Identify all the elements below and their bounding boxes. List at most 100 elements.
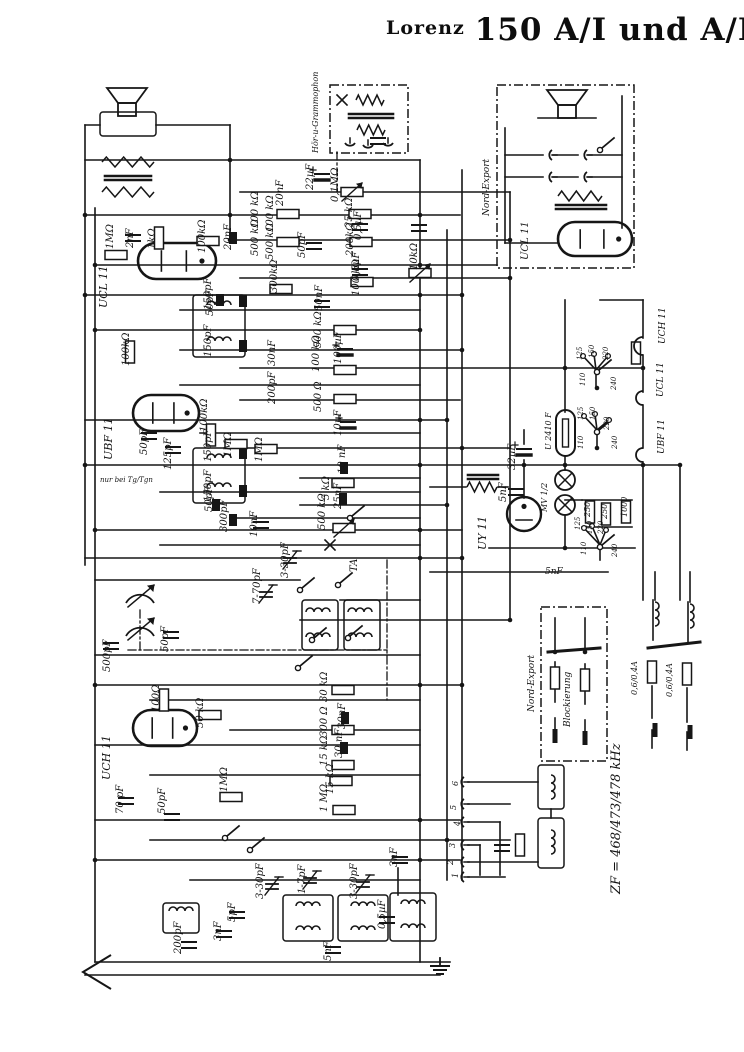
component-label: 150 bbox=[588, 344, 596, 358]
component-label: 70 pF bbox=[115, 784, 126, 814]
component-label: UCL 11 bbox=[97, 265, 110, 309]
component-label: 20nF bbox=[223, 223, 234, 250]
component-label: 125 bbox=[574, 516, 582, 530]
component-label: 300pF bbox=[219, 499, 230, 532]
component-label: 250 bbox=[600, 503, 609, 519]
component-label: 50 kΩ bbox=[195, 697, 206, 728]
component-label: 5 bbox=[449, 804, 458, 810]
component-label: 220 bbox=[602, 346, 610, 360]
component-label: 0,1MΩ bbox=[330, 167, 341, 202]
component-label: 500 kΩ bbox=[250, 219, 261, 256]
component-label: U 2410 F bbox=[544, 412, 553, 450]
component-label: UY 11 bbox=[476, 515, 489, 550]
component-label: 300kΩ bbox=[269, 259, 280, 293]
component-label: UBF 11 bbox=[102, 417, 115, 460]
component-label: 200pF bbox=[267, 371, 278, 404]
component-label: 3 bbox=[448, 842, 457, 848]
component-label: nur bei Tg/Tgn bbox=[100, 476, 153, 484]
component-label: TA bbox=[349, 558, 360, 572]
component-label: 150 bbox=[586, 520, 594, 534]
component-label: 1 bbox=[451, 872, 460, 878]
component-label: Hör-u-Grammophon bbox=[311, 71, 320, 153]
component-label: 500 Ω bbox=[313, 381, 324, 412]
component-label: 30nF bbox=[267, 339, 278, 366]
component-label: 0,6/0,4A bbox=[630, 661, 639, 695]
component-label: 0,6/0,4A bbox=[665, 663, 674, 697]
component-label: 32µF bbox=[507, 443, 518, 470]
component-label: 30 kΩ bbox=[319, 671, 330, 702]
component-label: 5nF bbox=[545, 567, 563, 577]
component-label: 125 bbox=[576, 346, 584, 360]
component-label: 100kΩ bbox=[199, 398, 210, 432]
component-label: 500 kΩ bbox=[317, 493, 328, 530]
component-label: 5pF bbox=[227, 902, 238, 922]
component-label: 1-7pF bbox=[297, 864, 308, 894]
component-label: 1MΩ bbox=[105, 224, 116, 249]
component-label: 30 nF bbox=[334, 728, 345, 758]
component-label: 150pF bbox=[203, 429, 214, 462]
component-label: 22µF bbox=[305, 163, 316, 190]
brand-name: Lorenz bbox=[386, 17, 465, 39]
component-label: 20nF bbox=[275, 179, 286, 206]
component-label: 10nF bbox=[249, 510, 260, 537]
component-label: 2nF bbox=[125, 228, 136, 248]
component-label: 240 bbox=[610, 376, 618, 390]
component-label: 150pF bbox=[203, 324, 214, 357]
component-label: UCL 11 bbox=[520, 221, 531, 260]
component-label: 250 bbox=[583, 501, 592, 517]
component-label: 50pF bbox=[297, 231, 308, 258]
component-label: 100kΩ bbox=[121, 332, 132, 366]
component-label: 3-30pF bbox=[255, 863, 266, 899]
component-label: ZF = 468/473/478 kHz bbox=[609, 743, 624, 894]
component-label: 1kΩ bbox=[147, 228, 158, 249]
component-label: 125pF bbox=[163, 437, 174, 470]
component-label: 50pF bbox=[204, 485, 215, 512]
component-label: 220 bbox=[603, 416, 611, 430]
component-label: Blockierung bbox=[563, 671, 573, 727]
component-label: 7-70pF bbox=[252, 568, 263, 604]
component-label: 1 MΩ bbox=[319, 783, 330, 812]
component-label: UCH 11 bbox=[658, 307, 668, 344]
component-label: 10 nF bbox=[337, 444, 348, 474]
component-label: 1MΩ bbox=[223, 432, 234, 457]
component-label: 3-30pF bbox=[349, 863, 360, 899]
component-label: 50pF bbox=[160, 625, 171, 652]
component-label: 150pF bbox=[203, 277, 214, 310]
model-name: 150 A/I und A/II bbox=[474, 12, 744, 48]
component-label: UBF 11 bbox=[657, 419, 667, 454]
component-label: 15 kΩ bbox=[319, 735, 330, 766]
component-label: 200pF bbox=[173, 921, 184, 954]
component-label: 1MΩ bbox=[254, 437, 265, 462]
component-label: 500pF bbox=[102, 639, 113, 672]
component-label: 110 bbox=[580, 541, 588, 555]
component-label: MV 1/2 bbox=[540, 482, 549, 512]
component-label: UCL 11 bbox=[656, 362, 666, 397]
component-label: 1MΩ bbox=[219, 767, 230, 792]
component-label: 3nF bbox=[389, 847, 400, 867]
component-label: 300 Ω bbox=[319, 706, 330, 737]
component-label: 100µF bbox=[333, 331, 344, 364]
component-label: 6 bbox=[451, 780, 460, 786]
component-label: 110 bbox=[579, 372, 587, 386]
component-label: Nord-Export bbox=[527, 654, 537, 712]
component-label: 1000 bbox=[620, 496, 629, 517]
component-label: 110 bbox=[577, 435, 585, 449]
component-label: 50pF bbox=[139, 428, 150, 455]
component-label: Nord-Export bbox=[482, 158, 492, 216]
component-label: 30nF bbox=[337, 702, 348, 729]
component-label: 240 bbox=[611, 435, 619, 449]
component-label: 150 bbox=[589, 406, 597, 420]
component-label: UCH 11 bbox=[100, 735, 113, 780]
component-label: 3-30pF bbox=[280, 542, 291, 578]
component-label: 50pF bbox=[157, 787, 168, 814]
page-title: Lorenz 150 A/I und A/II bbox=[386, 12, 744, 48]
component-label: 5nF bbox=[323, 941, 334, 961]
component-label: 3nF bbox=[213, 921, 224, 941]
component-label: 50nF bbox=[314, 284, 325, 311]
component-label: 5nF bbox=[498, 482, 509, 502]
component-label: 10kΩ bbox=[409, 242, 420, 270]
component-label: 125 bbox=[577, 406, 585, 420]
component-label: 240 bbox=[611, 543, 619, 557]
